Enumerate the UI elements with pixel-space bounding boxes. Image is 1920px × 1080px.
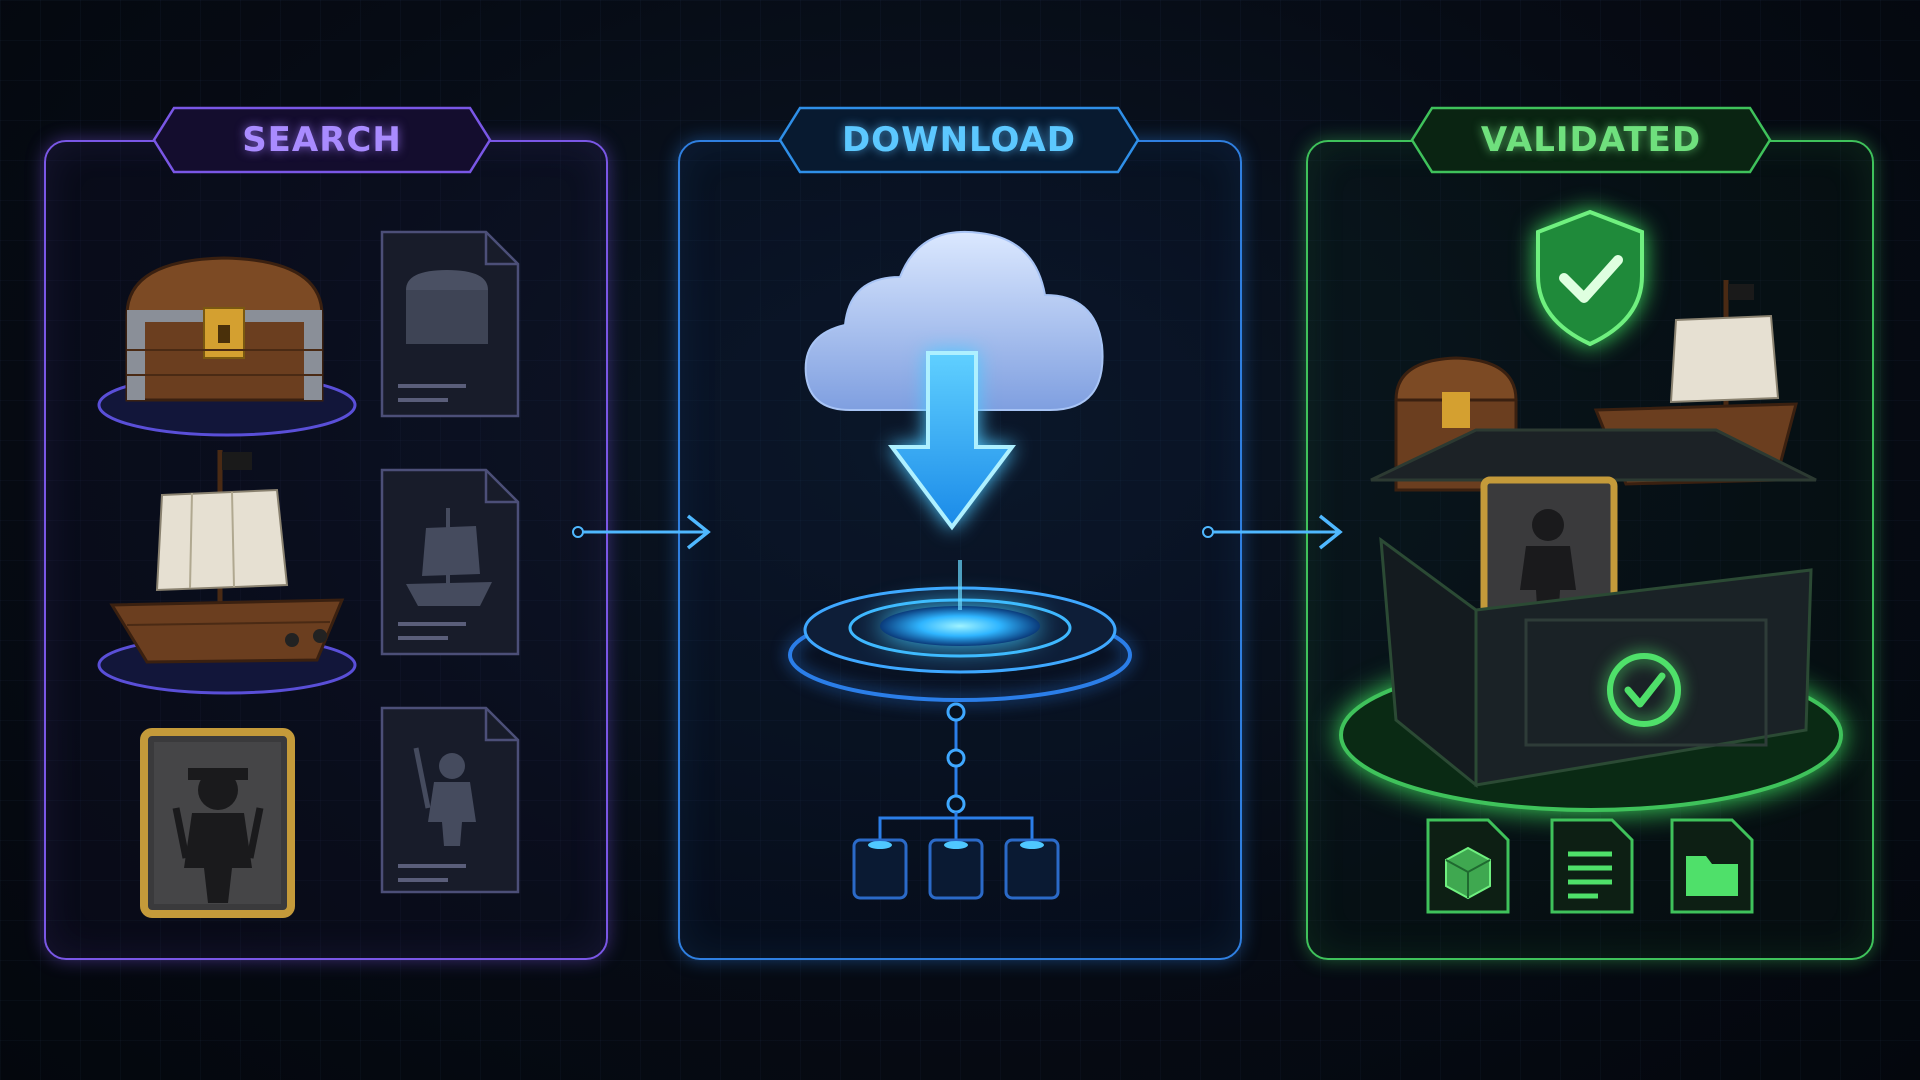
download-stage-label: DOWNLOAD: [778, 106, 1140, 174]
treasure-chest-icon: [97, 256, 357, 437]
arrow-search-to-download: [572, 514, 711, 550]
shield-check-icon: [1536, 209, 1644, 347]
cloud-download-icon: [804, 231, 1104, 531]
validated-stage-label: VALIDATED: [1410, 106, 1772, 174]
search-stage-label: SEARCH: [152, 106, 492, 174]
text-file-icon: [1550, 818, 1634, 914]
pirate-ship-icon: [97, 450, 357, 695]
pirate-portrait-card-icon: [140, 728, 295, 918]
chest-file-icon: [380, 230, 520, 418]
pirate-file-icon: [380, 706, 520, 894]
download-label-text: DOWNLOAD: [841, 120, 1077, 160]
portal-platform-icon: [788, 560, 1132, 702]
ship-file-icon: [380, 468, 520, 656]
search-label-text: SEARCH: [242, 120, 402, 160]
arrow-download-to-validated: [1202, 514, 1343, 550]
validated-label-text: VALIDATED: [1480, 120, 1702, 160]
folder-file-icon: [1670, 818, 1754, 914]
node-tree-icon: [852, 702, 1060, 900]
cube-file-icon: [1426, 818, 1510, 914]
asset-box-icon: [1339, 280, 1843, 812]
